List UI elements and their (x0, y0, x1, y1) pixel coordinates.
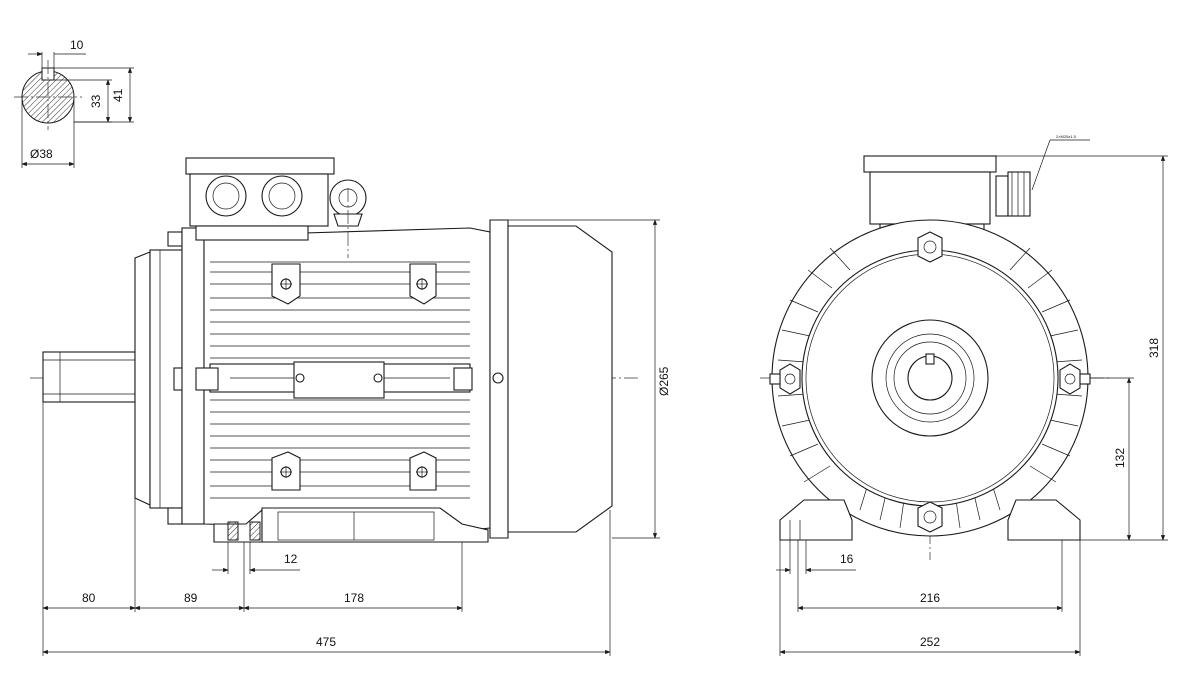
front-bolt-bottom (917, 501, 943, 533)
dim-shaft-center-height: 132 (1113, 448, 1127, 468)
dim-shaft-key-height: 33 (89, 94, 103, 108)
front-terminal-box-lid (863, 155, 997, 173)
side-view: Ø265 12 80 89 178 475 (30, 157, 671, 656)
nameplate (293, 361, 385, 399)
front-view: 2×M25x1.5 (760, 134, 1168, 656)
front-terminal-box (869, 171, 991, 225)
front-bolt-top (917, 231, 943, 263)
dim-foot-width-total: 252 (920, 635, 940, 649)
dim-foot-slot-width: 12 (284, 552, 298, 566)
dim-foot-hole-spacing: 178 (344, 591, 364, 605)
dim-shaft-total-height: 41 (111, 88, 125, 102)
motor-shaft (42, 351, 136, 403)
terminal-box (185, 157, 335, 241)
cable-gland-note: 2×M25x1.5 (1056, 134, 1077, 139)
cable-gland-1 (205, 175, 247, 217)
dim-shaft-to-foot-hole: 89 (184, 591, 198, 605)
dim-overall-length: 475 (316, 635, 336, 649)
dim-overall-height: 318 (1147, 338, 1161, 358)
cooling-fins (210, 261, 470, 499)
front-bolt-right (1059, 363, 1091, 395)
dim-foot-hole-distance: 216 (920, 591, 940, 605)
dim-motor-diameter: Ø265 (657, 366, 671, 396)
shaft-section-detail: 10 33 41 Ø38 (14, 38, 134, 168)
cable-gland-2 (261, 175, 303, 217)
front-cable-gland (1007, 171, 1031, 217)
dim-key-width: 10 (70, 38, 84, 52)
dim-shaft-length: 80 (82, 591, 96, 605)
front-bolt-left (769, 363, 801, 395)
front-foot-right (1007, 499, 1081, 541)
front-foot-left (779, 499, 853, 541)
dim-shaft-diameter: Ø38 (30, 147, 53, 161)
dim-foot-hole-diameter: 16 (840, 552, 854, 566)
fin-lines (777, 247, 1083, 529)
motor-foot (261, 507, 489, 543)
fan-cover (507, 225, 613, 533)
